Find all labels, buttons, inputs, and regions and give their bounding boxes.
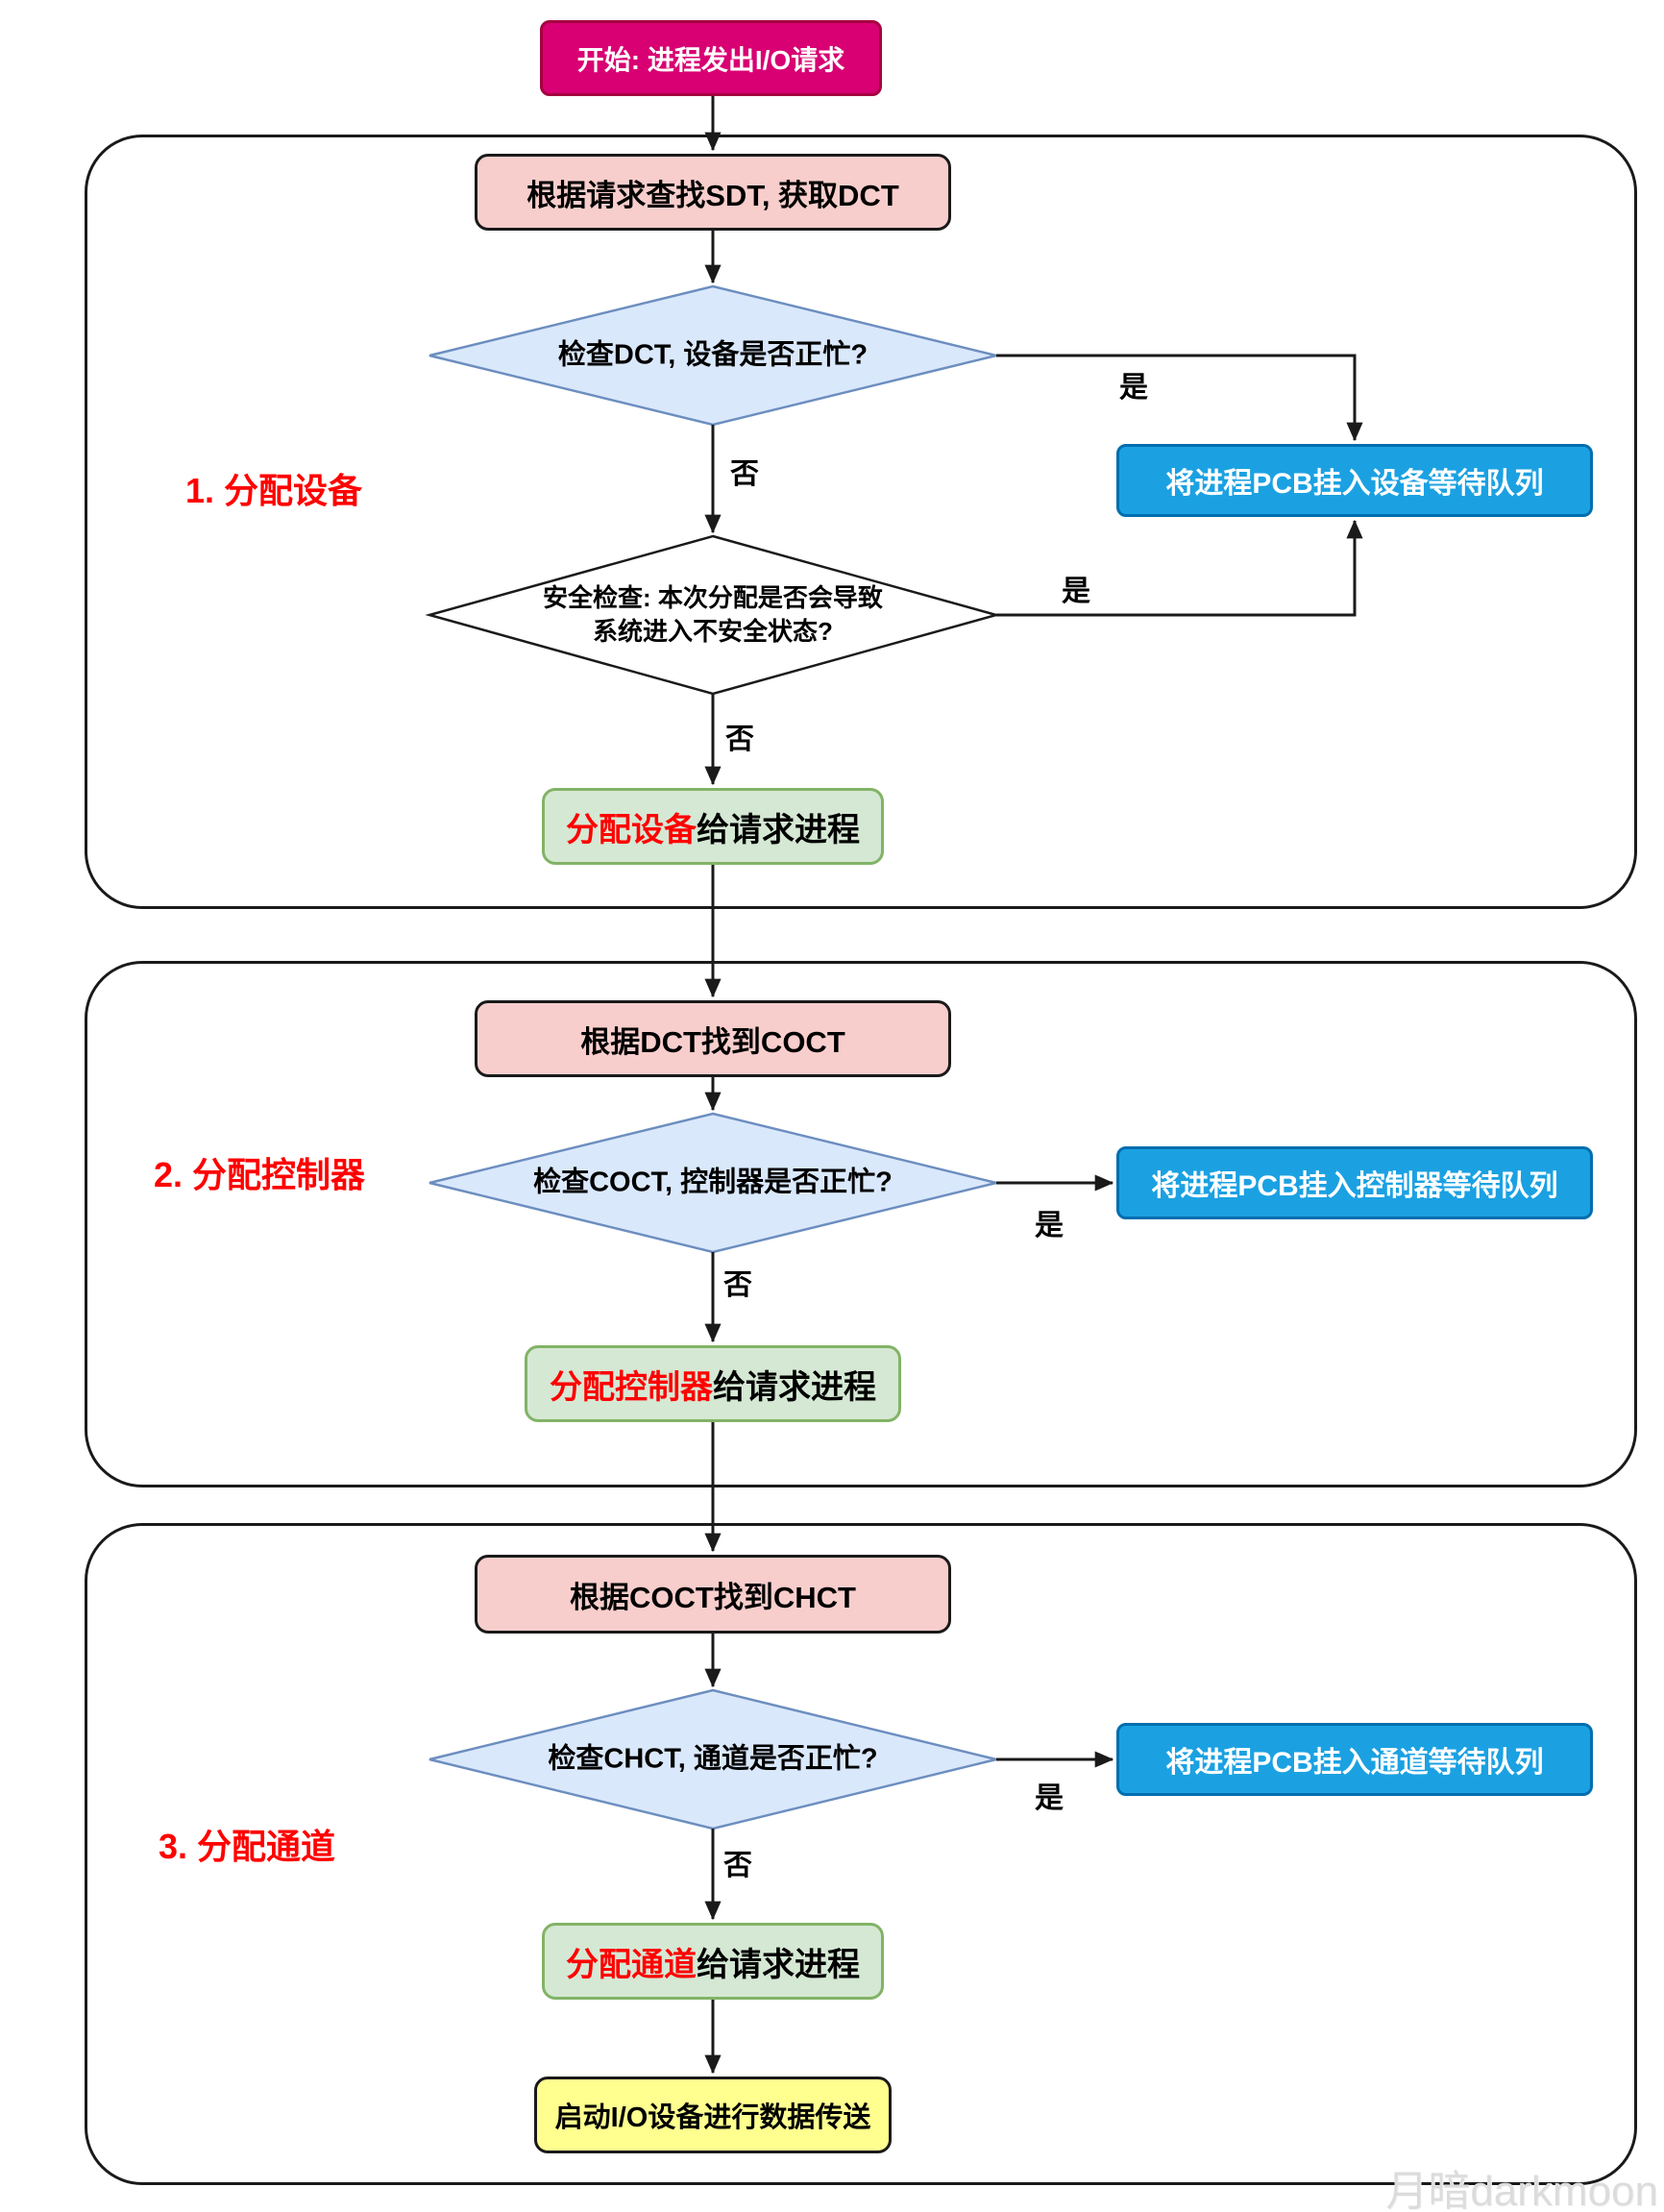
edge-label-no-security: 否 [725,724,754,755]
edge-label-yes-decision2: 是 [1035,1210,1064,1241]
decision-controller-busy-label: 检查COCT, 控制器是否正忙? [533,1167,893,1198]
edge-label-no-decision1: 否 [730,458,759,490]
edge-label-yes-decision3: 是 [1035,1782,1064,1814]
security-check-line2: 系统进入不安全状态? [593,617,833,646]
allocate-device-highlight: 分配设备 [566,811,697,848]
edge-label-no-decision3: 否 [723,1850,752,1881]
edge-label-no-decision2: 否 [723,1269,752,1301]
section-2-title: 2. 分配控制器 [154,1155,366,1194]
security-check-line1: 安全检查: 本次分配是否会导致 [543,582,883,612]
section-3-title: 3. 分配通道 [159,1827,336,1866]
allocate-controller-box: 分配控制器给请求进程 [525,1345,901,1422]
queue-controller-wait-box: 将进程PCB挂入控制器等待队列 [1116,1146,1593,1219]
watermark: 月暗darkmoon [1385,2168,1658,2212]
process-find-coct-box: 根据DCT找到COCT [475,1000,951,1077]
decision-channel-busy-label: 检查CHCT, 通道是否正忙? [548,1743,878,1775]
edge-label-yes-decision1: 是 [1119,372,1148,404]
queue-channel-wait-box: 将进程PCB挂入通道等待队列 [1116,1723,1593,1796]
allocate-device-rest: 给请求进程 [697,811,860,848]
start-node: 开始: 进程发出I/O请求 [540,20,882,96]
allocate-controller-highlight: 分配控制器 [550,1368,713,1406]
allocate-controller-rest: 给请求进程 [713,1368,876,1406]
edge-label-yes-security: 是 [1062,576,1090,607]
allocate-channel-rest: 给请求进程 [697,1946,860,1983]
process-lookup-sdt-box: 根据请求查找SDT, 获取DCT [475,154,951,231]
allocate-channel-box: 分配通道给请求进程 [542,1923,884,2000]
allocate-device-box: 分配设备给请求进程 [542,788,884,865]
section-1-title: 1. 分配设备 [185,471,363,510]
security-check-label: 安全检查: 本次分配是否会导致 系统进入不安全状态? [543,581,883,649]
queue-device-wait-box: 将进程PCB挂入设备等待队列 [1116,444,1593,517]
allocate-channel-highlight: 分配通道 [566,1946,697,1983]
section-1-allocate-device-container [85,135,1637,909]
decision-device-busy-label: 检查DCT, 设备是否正忙? [557,339,869,371]
process-find-chct-box: 根据COCT找到CHCT [475,1555,951,1634]
final-start-io-box: 启动I/O设备进行数据传送 [534,2077,892,2153]
